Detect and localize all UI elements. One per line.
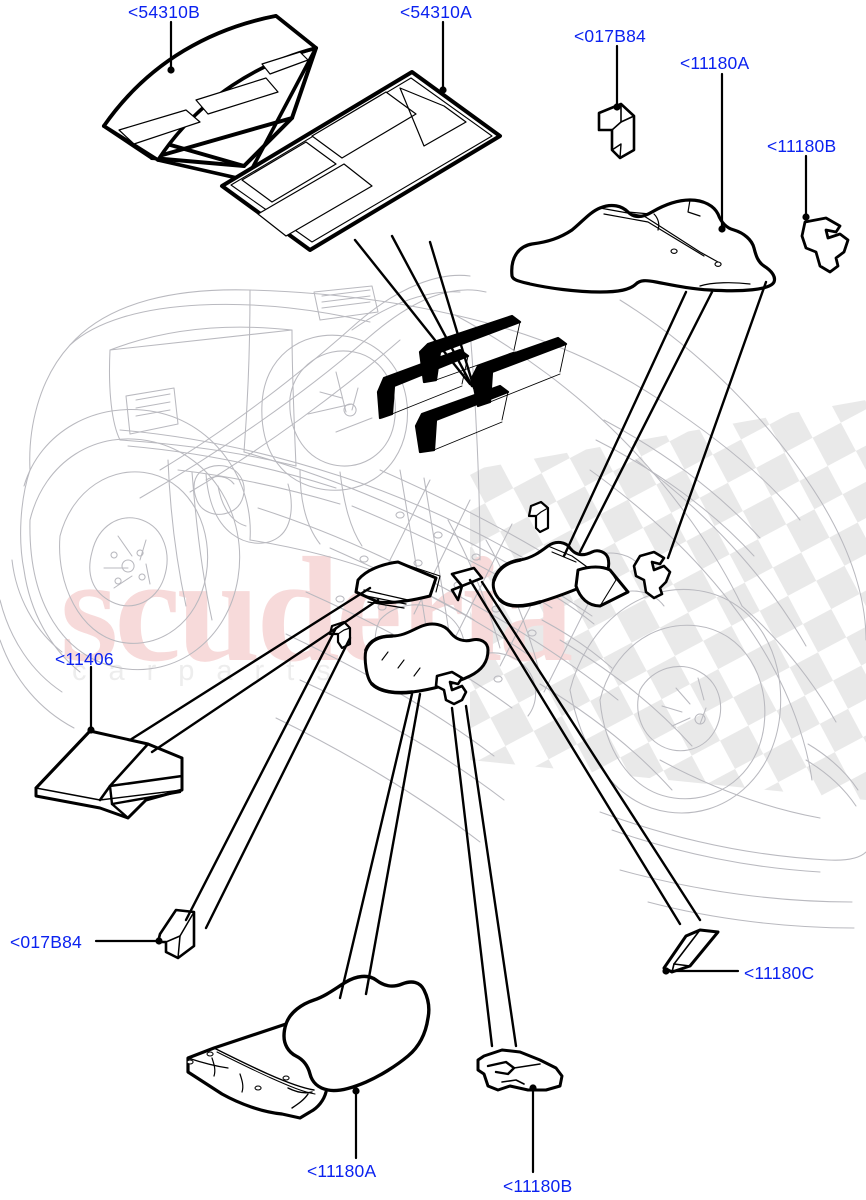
callout-label-11180B-lower[interactable]: <11180B [503,1176,573,1196]
callout-label-017B84-lower[interactable]: <017B84 [10,932,82,952]
callout-label-11180A-lower[interactable]: <11180A [307,1161,377,1181]
parts-artwork [34,14,850,1120]
leader-lines [87,20,810,1174]
part-retainer-clip-lower [156,908,196,960]
part-retainer-clip-upper [597,102,636,160]
part-floor-insulator-a-upper [510,198,777,294]
part-sound-absorber-pad [34,729,184,820]
part-roof-headliner-insulator-a [220,70,502,252]
part-roof-headliner-insulator-b [102,14,318,182]
watermark-group: scuderia carparts [60,400,866,800]
part-floor-insulator-a-lower [186,974,431,1120]
callout-label-11180C[interactable]: <11180C [744,963,815,983]
part-floor-insulator-c [662,928,720,974]
part-roof-panels-installed [376,314,568,454]
callout-label-11180A-upper[interactable]: <11180A [680,53,750,73]
callout-label-54310A[interactable]: <54310A [400,2,472,22]
callout-label-54310B[interactable]: <54310B [128,2,200,22]
part-floor-insulator-b-lower [476,1048,564,1092]
watermark-sub-text: carparts [72,655,353,687]
callout-label-11406[interactable]: <11406 [55,649,114,669]
part-floor-insulator-b-upper [800,216,850,274]
callout-label-017B84-upper[interactable]: <017B84 [574,26,646,46]
callout-label-11180B-upper[interactable]: <11180B [767,136,837,156]
